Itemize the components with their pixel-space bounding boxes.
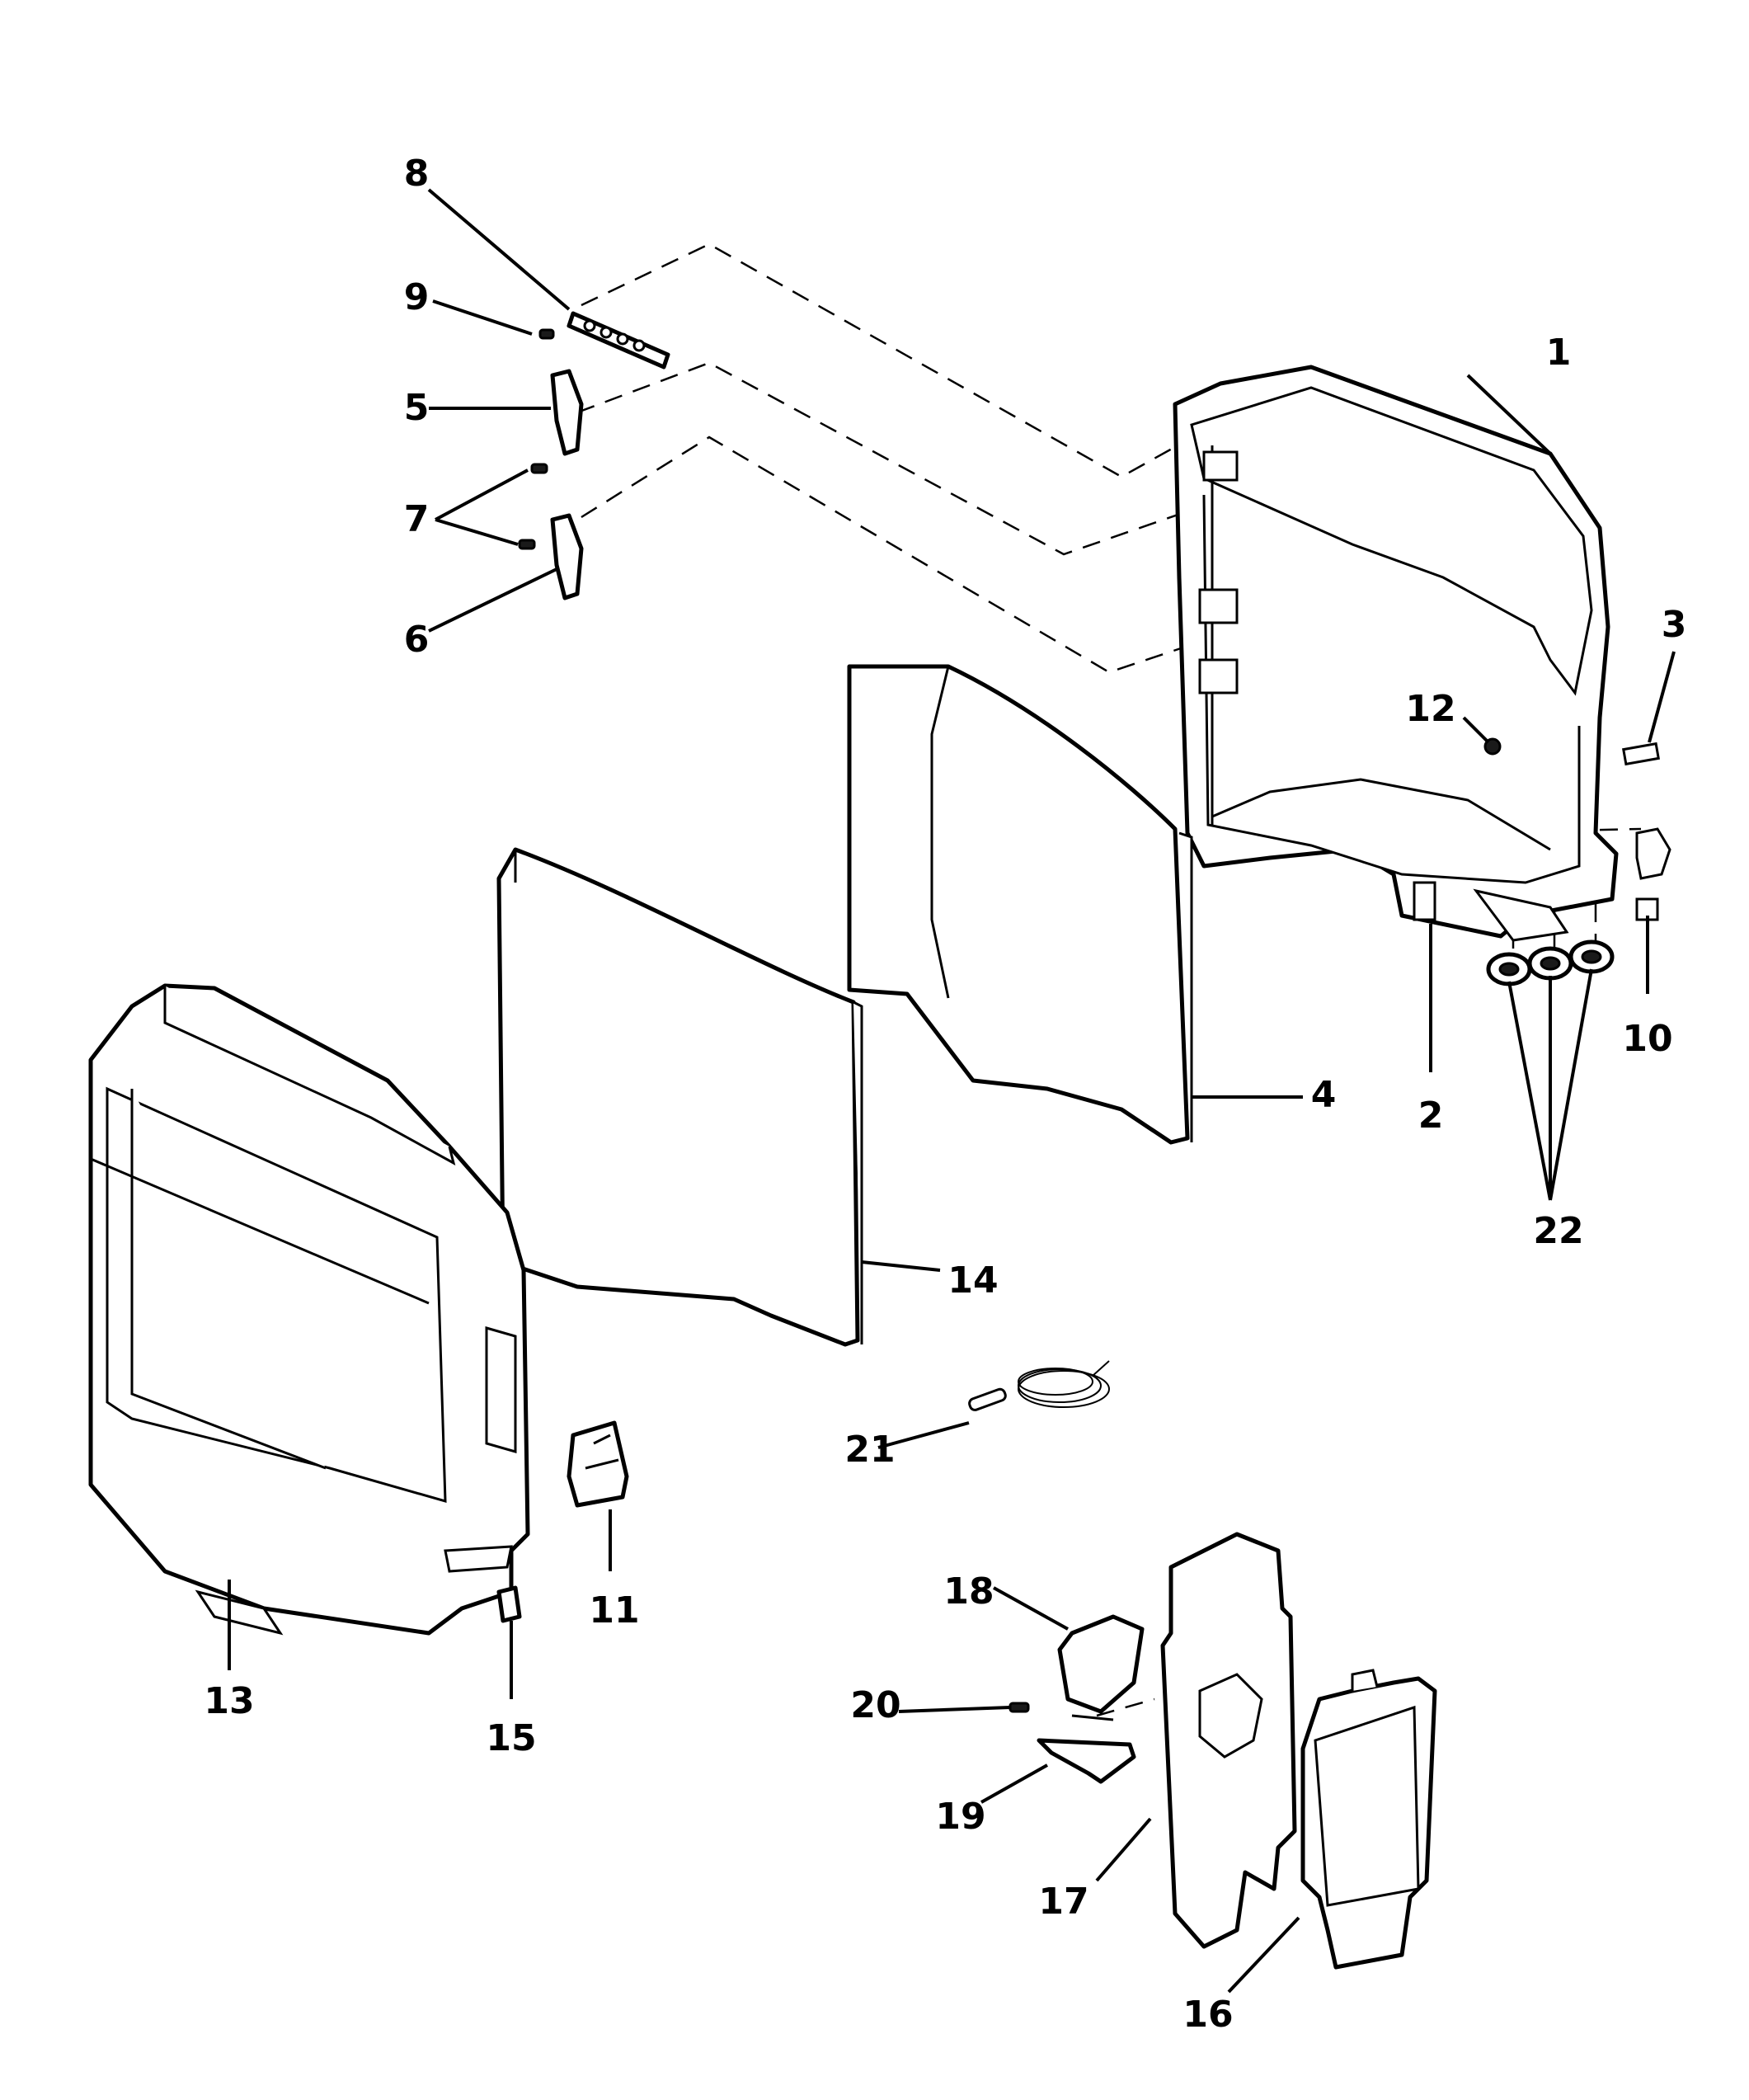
part-10-shape [1635,827,1671,880]
part-5-shape [550,369,584,456]
callout-8: 8 [404,153,430,195]
front-cowl-part-13 [88,983,530,1636]
lanyard-part-21 [968,1360,1110,1411]
callout-3: 3 [1662,604,1687,646]
filter-pad-part-18 [1057,1614,1145,1714]
callout-17: 17 [1038,1881,1088,1923]
bracket-part-19 [1037,1714,1136,1784]
callout-22: 22 [1533,1210,1583,1252]
callout-13: 13 [204,1680,254,1722]
callout-7: 7 [404,498,430,540]
clip-part-15 [496,1585,522,1623]
callout-12: 12 [1405,688,1455,730]
callout-18: 18 [943,1570,994,1613]
leader-lines [228,188,1676,1994]
front-cover-part-16 [1300,1669,1437,1970]
callout-11: 11 [589,1589,639,1632]
callout-20: 20 [850,1684,900,1726]
hinge-hardware [518,311,670,600]
callout-14: 14 [947,1260,998,1302]
callout-15: 15 [486,1717,536,1759]
adapter-plate-part-17 [1160,1532,1297,1949]
screw-part-20 [1008,1702,1030,1713]
callout-5: 5 [404,387,430,429]
callout-9: 9 [404,276,430,318]
front-panel-part-14 [496,847,863,1347]
rear-panel-part-4 [847,664,1193,1145]
rear-cowl-part-1 [1173,365,1619,942]
part-2-shape [1413,881,1436,921]
callout-labels: 1 2 3 4 5 6 7 8 9 10 11 12 13 14 15 16 1… [204,153,1686,2036]
callout-16: 16 [1182,1994,1233,2036]
callout-4: 4 [1311,1074,1337,1116]
part-9-shape [538,328,555,340]
part-3-shape [1622,742,1660,766]
callout-21: 21 [844,1429,895,1471]
callout-10: 10 [1622,1018,1672,1060]
part-6-shape [550,513,584,600]
callout-1: 1 [1546,332,1572,374]
callout-2: 2 [1418,1095,1444,1137]
callout-6: 6 [404,619,430,661]
callout-19: 19 [935,1796,985,1838]
latch-part-11 [567,1420,629,1508]
